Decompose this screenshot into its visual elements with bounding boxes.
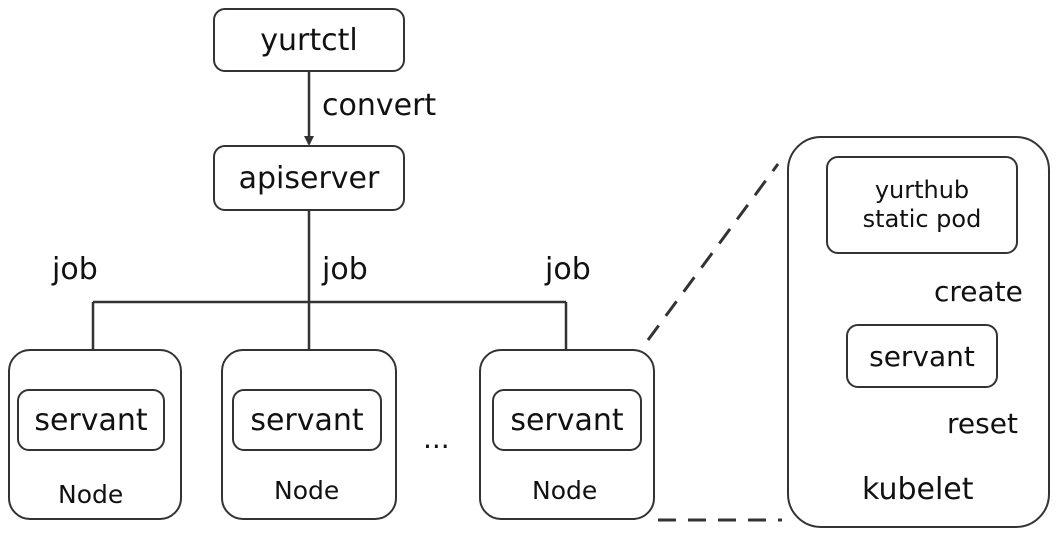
yurtctl-label: yurtctl <box>260 22 358 58</box>
detail-servant-label: servant <box>869 339 975 373</box>
kubelet-label: kubelet <box>862 472 974 507</box>
servant-box-1: servant <box>17 389 165 451</box>
callout-line-top <box>646 163 780 341</box>
convert-label: convert <box>322 88 437 123</box>
servant-label-2: servant <box>250 402 364 438</box>
job-label-1: job <box>52 252 98 287</box>
node-label-1: Node <box>58 480 124 509</box>
yurthub-static-pod-box: yurthub static pod <box>826 156 1018 254</box>
servant-label-1: servant <box>34 402 148 438</box>
servant-box-3: servant <box>492 389 642 451</box>
reset-label: reset <box>947 407 1018 440</box>
servant-label-3: servant <box>510 402 624 438</box>
apiserver-box: apiserver <box>213 145 405 211</box>
create-label: create <box>934 275 1023 308</box>
yurtctl-box: yurtctl <box>213 8 405 72</box>
ellipsis-label: ... <box>423 422 450 455</box>
yurthub-static-pod-label: yurthub static pod <box>862 176 982 233</box>
node-label-2: Node <box>274 476 340 505</box>
job-label-2: job <box>322 252 368 287</box>
detail-servant-box: servant <box>846 324 998 388</box>
apiserver-label: apiserver <box>238 160 380 196</box>
job-label-3: job <box>545 252 591 287</box>
node-label-3: Node <box>532 476 598 505</box>
servant-box-2: servant <box>232 389 382 451</box>
